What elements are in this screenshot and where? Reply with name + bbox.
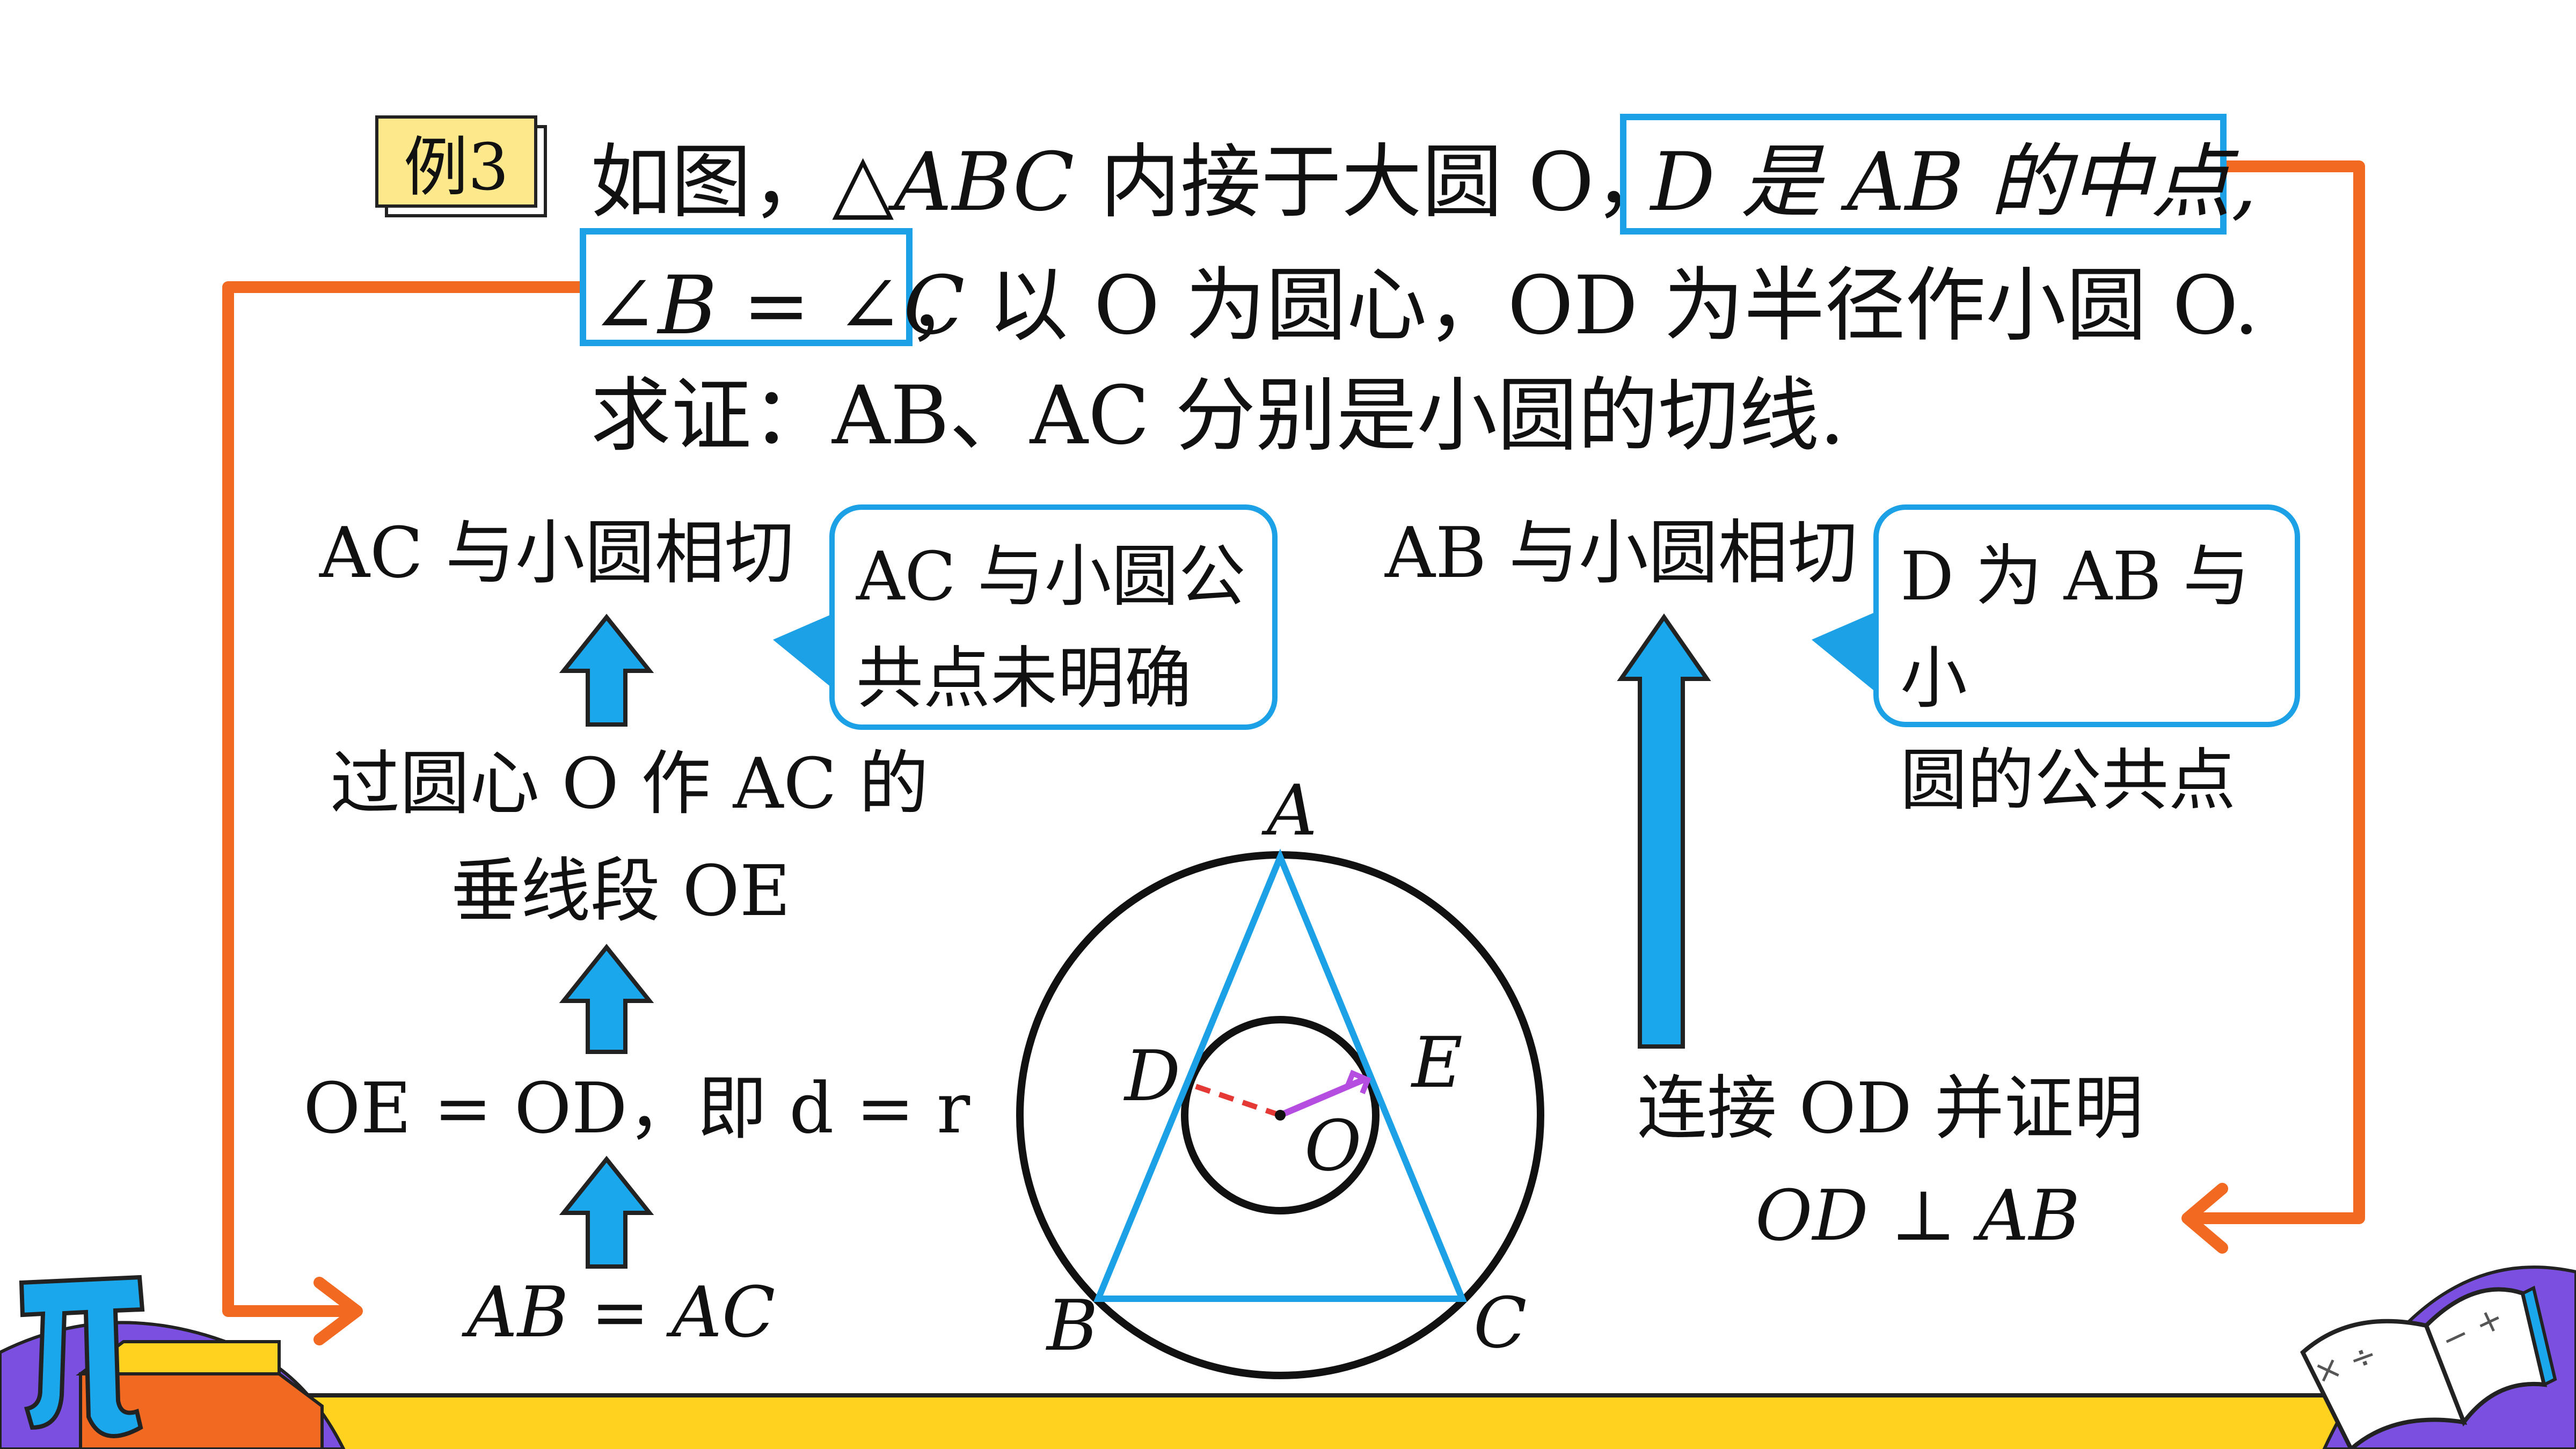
problem-line1-part-c: 内接于大圆 O， bbox=[1074, 136, 1675, 229]
left-step-equal-sides: AB = AC bbox=[467, 1271, 776, 1353]
right-step-connect-od: 连接 OD 并证明 bbox=[1637, 1067, 2144, 1149]
left-step-distance: OE = OD，即 d = r bbox=[303, 1067, 970, 1149]
figure-label-o: O bbox=[1304, 1105, 1362, 1187]
segment-od bbox=[1188, 1081, 1281, 1118]
problem-line1-part-a: 如图，△ bbox=[590, 136, 894, 229]
problem-line-1: 如图，△ABC 内接于大圆 O， bbox=[590, 142, 1675, 223]
up-arrow-2 bbox=[559, 943, 654, 1054]
geometry-figure bbox=[1016, 848, 1544, 1379]
right-step-perpendicular: OD ⊥ AB bbox=[1755, 1175, 2081, 1256]
right-step-ab-tangent: AB 与小圆相切 bbox=[1385, 512, 1858, 594]
figure-label-b: B bbox=[1047, 1285, 1098, 1366]
left-callout-line-2: 共点未明确 bbox=[856, 640, 1192, 718]
up-arrow-1 bbox=[559, 613, 654, 727]
right-bracket-arrow bbox=[2181, 160, 2365, 1254]
right-callout-line-2: 圆的公共点 bbox=[1900, 742, 2236, 819]
figure-label-e: E bbox=[1412, 1022, 1463, 1103]
problem-line1-part-b: ABC bbox=[894, 136, 1075, 229]
left-bubble-tail bbox=[773, 612, 837, 692]
book-icon: × ÷ − + bbox=[2300, 1285, 2557, 1449]
problem-line-3: 求证：AB、AC 分别是小圆的切线. bbox=[590, 369, 1845, 463]
orange-block-decoration bbox=[76, 1340, 324, 1449]
problem-line2-boxed: ∠B = ∠C bbox=[590, 259, 965, 353]
left-callout-line-1: AC 与小圆公 bbox=[856, 538, 1246, 616]
figure-label-a: A bbox=[1267, 770, 1317, 851]
pi-icon bbox=[19, 1275, 145, 1438]
left-step-ac-tangent: AC 与小圆相切 bbox=[319, 512, 794, 594]
figure-label-c: C bbox=[1473, 1282, 1527, 1364]
left-callout-bubble: AC 与小圆公 共点未明确 bbox=[829, 504, 1278, 730]
right-bubble-tail bbox=[1812, 612, 1876, 692]
problem-line1-boxed: D 是 AB 的中点, bbox=[1651, 136, 2257, 229]
highlight-box-angles bbox=[580, 228, 913, 346]
example-badge: 例3 bbox=[375, 115, 537, 208]
left-step-perpendicular-line1: 过圆心 O 作 AC 的 bbox=[330, 743, 929, 824]
small-circle bbox=[1181, 1016, 1380, 1214]
left-bracket-arrow bbox=[222, 281, 582, 1345]
figure-label-d: D bbox=[1125, 1035, 1181, 1117]
left-step-perpendicular-line2: 垂线段 OE bbox=[451, 850, 791, 932]
highlight-box-midpoint bbox=[1620, 114, 2227, 235]
up-arrow-tall bbox=[1617, 613, 1711, 1049]
right-callout-line-1: D 为 AB 与小 bbox=[1900, 538, 2250, 718]
footer-band bbox=[301, 1393, 2340, 1449]
triangle-abc bbox=[1093, 848, 1467, 1302]
center-point bbox=[1275, 1110, 1286, 1121]
right-callout-bubble: D 为 AB 与小 圆的公共点 bbox=[1873, 504, 2300, 819]
problem-line-2: ，以 O 为圆心，OD 为半径作小圆 O. bbox=[907, 259, 2259, 353]
up-arrow-3 bbox=[559, 1155, 654, 1269]
example-badge-label: 例3 bbox=[403, 130, 509, 205]
right-angle-mark bbox=[1345, 1070, 1371, 1094]
